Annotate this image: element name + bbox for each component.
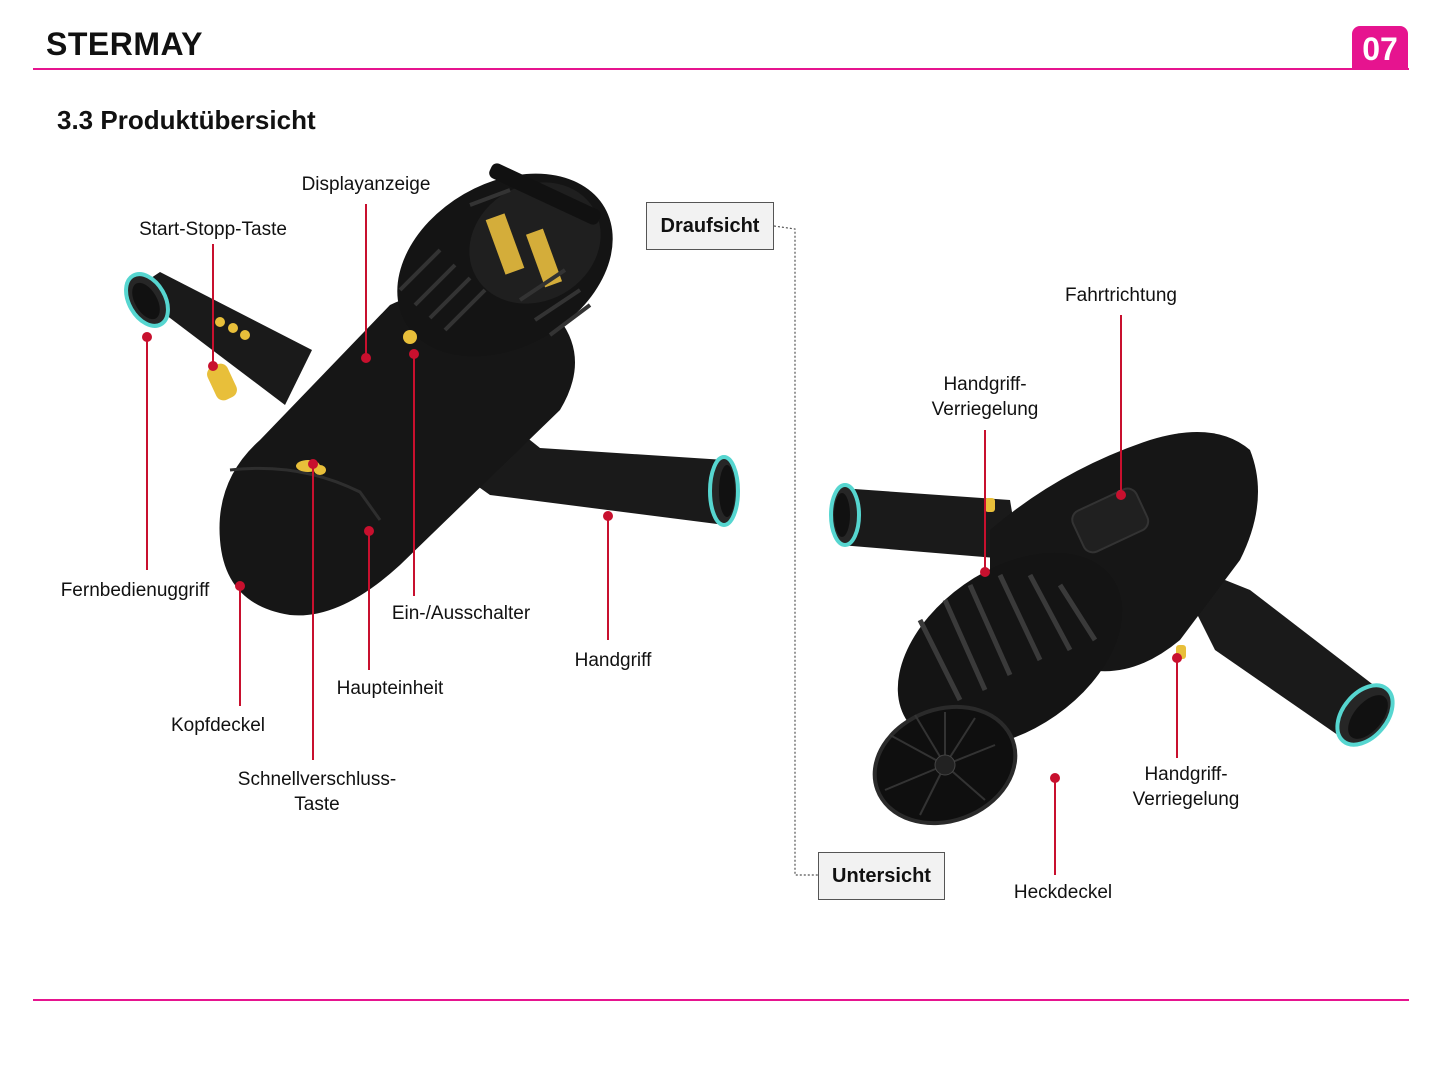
label-display: Displayanzeige (286, 172, 446, 197)
label-remote-grip: Fernbedienuggriff (50, 578, 220, 603)
bottom-view-label: Untersicht (818, 852, 945, 900)
top-view-label: Draufsicht (646, 202, 774, 250)
label-tail-cover: Heckdeckel (1000, 880, 1126, 905)
bottom-view-right-handle (1190, 580, 1404, 755)
scooter-top-view (117, 136, 738, 615)
label-direction: Fahrtrichtung (1050, 283, 1192, 308)
label-quick-release: Schnellverschluss- Taste (222, 767, 412, 817)
label-main-unit: Haupteinheit (322, 676, 458, 701)
label-handle-lock-bottom: Handgriff- Verriegelung (1116, 762, 1256, 812)
footer-rule (33, 999, 1409, 1001)
label-handle-lock-top: Handgriff- Verriegelung (915, 372, 1055, 422)
label-handle: Handgriff (560, 648, 666, 673)
label-head-cover: Kopfdeckel (158, 713, 278, 738)
label-start-stop: Start-Stopp-Taste (123, 217, 303, 242)
view-connector-line (774, 226, 818, 875)
label-power-switch: Ein-/Ausschalter (378, 601, 544, 626)
